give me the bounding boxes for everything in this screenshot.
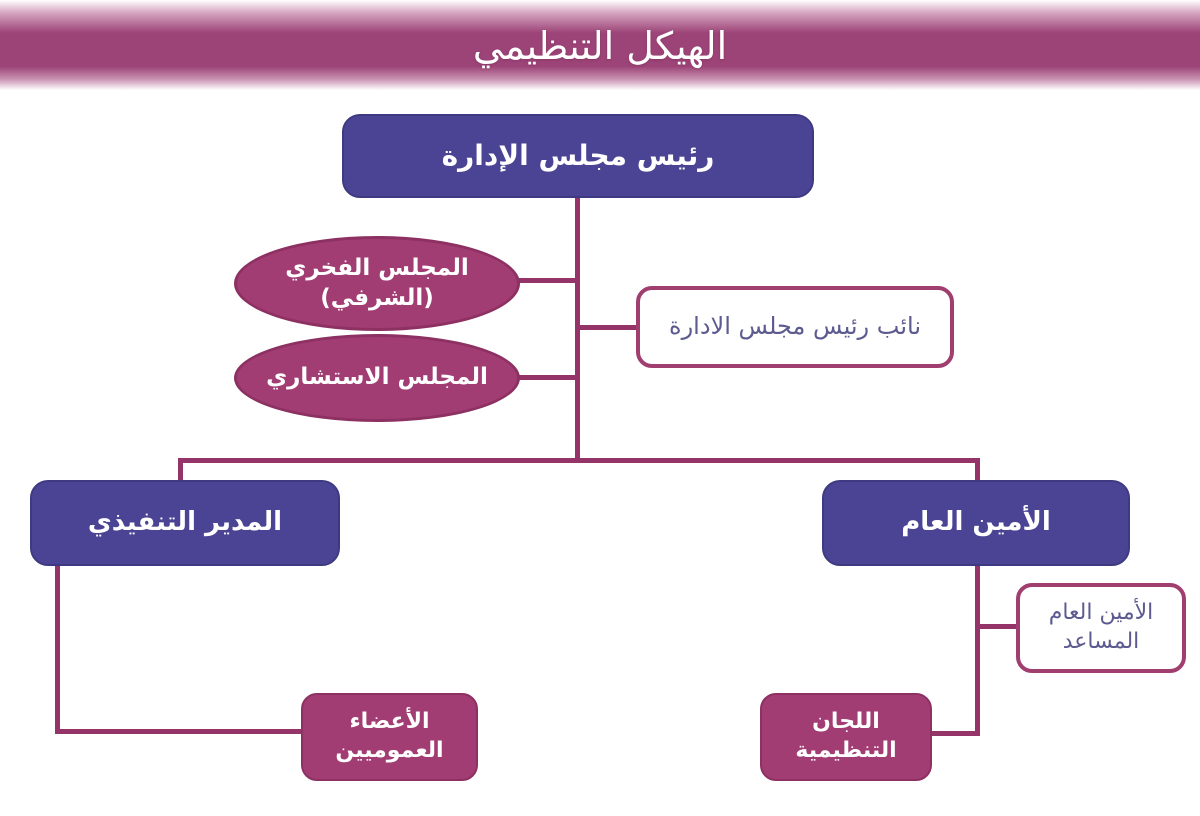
- connector-executive-drop: [178, 458, 183, 484]
- node-assistant-secretary-general: الأمين العام المساعد: [1016, 583, 1186, 673]
- connector-advisory-council: [510, 375, 578, 380]
- node-general-members: الأعضاء العموميين: [301, 693, 478, 781]
- node-advisory-council-label: المجلس الاستشاري: [266, 364, 488, 391]
- connector-secretary-vertical: [975, 564, 980, 736]
- connector-branch-horizontal: [178, 458, 980, 463]
- node-general-members-line1: الأعضاء: [349, 709, 430, 735]
- node-advisory-council: المجلس الاستشاري: [234, 334, 520, 422]
- node-chairman-label: رئيس مجلس الإدارة: [441, 138, 715, 172]
- node-organizational-committees-line2: التنظيمية: [795, 738, 897, 763]
- node-organizational-committees: اللجان التنظيمية: [760, 693, 932, 781]
- node-chairman: رئيس مجلس الإدارة: [342, 114, 814, 198]
- node-general-members-line2: العموميين: [335, 738, 444, 763]
- connector-assistant-secretary: [978, 624, 1020, 629]
- connector-vice-chairman: [576, 325, 638, 330]
- node-secretary-general: الأمين العام: [822, 480, 1130, 566]
- node-honorary-council: المجلس الفخري (الشرفي): [234, 236, 520, 331]
- node-organizational-committees-line1: اللجان: [812, 709, 880, 735]
- connector-executive-vertical: [55, 564, 60, 734]
- node-executive-director-label: المدير التنفيذي: [87, 507, 283, 538]
- connector-organizational-committees: [928, 731, 978, 736]
- page-header: الهيكل التنظيمي: [0, 0, 1200, 92]
- page-title: الهيكل التنظيمي: [472, 24, 728, 68]
- node-vice-chairman: نائب رئيس مجلس الادارة: [636, 286, 954, 368]
- node-executive-director: المدير التنفيذي: [30, 480, 340, 566]
- node-secretary-general-label: الأمين العام: [901, 507, 1051, 538]
- node-assistant-secretary-general-line1: الأمين العام: [1048, 600, 1154, 626]
- connector-general-members: [55, 729, 305, 734]
- node-honorary-council-label-line2: (الشرفي): [320, 284, 434, 311]
- connector-honorary-council: [510, 278, 578, 283]
- connector-secretary-drop: [975, 458, 980, 484]
- node-honorary-council-label-line1: المجلس الفخري: [285, 254, 469, 281]
- node-assistant-secretary-general-line2: المساعد: [1062, 629, 1140, 654]
- node-vice-chairman-label: نائب رئيس مجلس الادارة: [669, 312, 921, 341]
